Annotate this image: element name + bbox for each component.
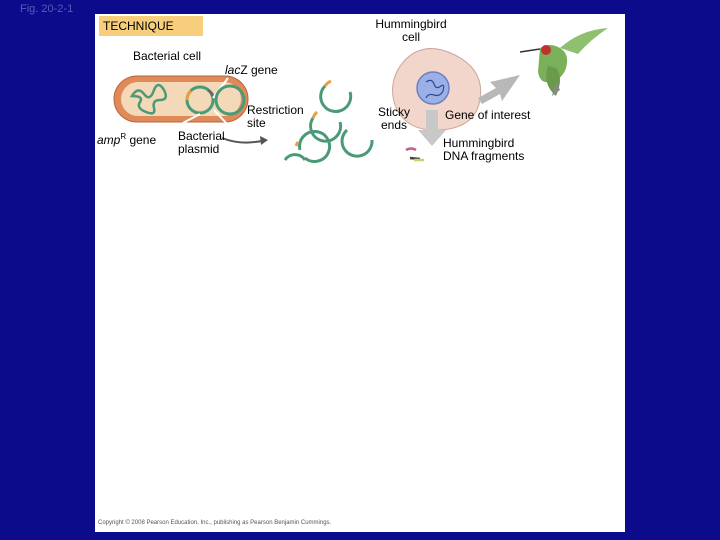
hummingbird-cell-label-line1: Hummingbird [375, 17, 447, 31]
lacz-gene-label: lacZ gene [225, 64, 278, 77]
dna-fragments-line2: DNA fragments [443, 149, 525, 163]
figure-label: Fig. 20-2-1 [20, 3, 74, 15]
chromosome [129, 83, 168, 115]
lacz-rest: Z gene [240, 63, 278, 77]
bacterial-plasmid-line2: plasmid [178, 142, 220, 156]
nucleus [416, 71, 450, 105]
arrow-to-fragments [418, 110, 446, 146]
arrow-bird-to-cell [478, 75, 520, 104]
bacterial-cell [113, 75, 249, 123]
ampr-rest: gene [126, 133, 157, 147]
copyright-notice: Copyright © 2008 Pearson Education, Inc.… [98, 520, 332, 526]
sticky-ends-line1: Sticky [377, 105, 410, 119]
sticky-ends-line2: ends [380, 118, 408, 132]
opened-plasmids [283, 79, 374, 163]
lacz-italic: lac [225, 63, 241, 77]
hummingbird-illustration [519, 28, 608, 96]
dna-fragments-line1: Hummingbird [443, 136, 515, 150]
ampr-gene-label: ampR gene [97, 130, 156, 147]
sticky-ends-label: Sticky ends [370, 106, 418, 132]
bacterial-plasmid-line1: Bacterial [178, 129, 225, 143]
dna-fragments [405, 147, 424, 162]
ampr-superscript: R [120, 132, 127, 141]
gene-of-interest-label: Gene of interest [445, 108, 531, 122]
bacterial-plasmid [214, 84, 246, 116]
restriction-site-line2: site [247, 116, 266, 130]
hummingbird-cell [392, 48, 482, 131]
restriction-site-line1: Restriction [247, 103, 304, 117]
ampr-italic: amp [97, 133, 121, 147]
arrow-to-plasmids [221, 137, 267, 144]
restriction-site-label: Restriction site [247, 104, 304, 130]
dna-fragments-label: Hummingbird DNA fragments [443, 137, 524, 163]
hummingbird-cell-label-line2: cell [401, 30, 420, 44]
hummingbird-cell-label: Hummingbird cell [366, 18, 456, 44]
bacterial-plasmid-label: Bacterial plasmid [178, 130, 225, 156]
technique-label: TECHNIQUE [99, 16, 203, 36]
bacterial-cell-label: Bacterial cell [133, 49, 202, 63]
